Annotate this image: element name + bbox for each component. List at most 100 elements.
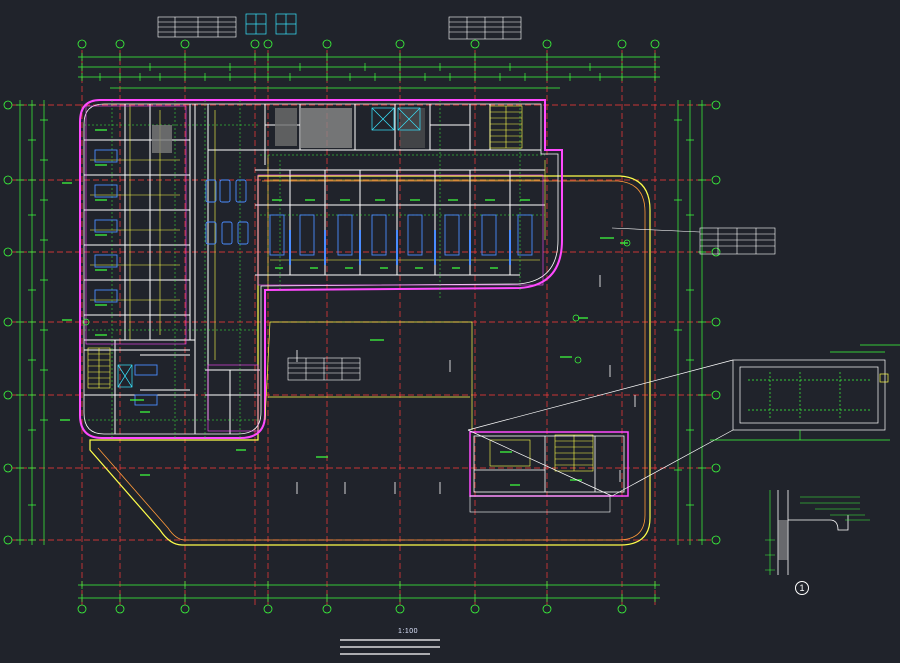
- axis-bubble-top-7: [395, 39, 405, 49]
- stairs: [87, 105, 594, 472]
- caption-notes: [340, 639, 440, 655]
- dim-ticks-top: [81, 53, 656, 81]
- bed-4: [371, 214, 387, 256]
- schedule-right-frame: [699, 227, 776, 255]
- axis-bubble-bottom-2: [115, 604, 125, 614]
- desk-4: [94, 254, 118, 268]
- core-walls: [84, 339, 260, 434]
- schedule-center: [287, 357, 361, 381]
- desk-2: [94, 184, 118, 198]
- bed-1: [269, 214, 285, 256]
- axis-bubble-right-7: [711, 535, 721, 545]
- axis-bubble-left-2: [3, 175, 13, 185]
- car-3: [235, 179, 247, 203]
- drawing-scale: 1:100: [398, 628, 419, 635]
- axis-bubble-top-3: [180, 39, 190, 49]
- hatch-room-3: [152, 125, 172, 153]
- schedule-icon-2-lines: [276, 14, 296, 34]
- dimension-lines: [19, 56, 703, 599]
- car-4: [205, 221, 217, 245]
- elevator-2: [397, 107, 421, 131]
- car-1: [205, 179, 217, 203]
- stair-bottom-treads: [555, 435, 593, 471]
- axis-bubble-right-4: [711, 317, 721, 327]
- bed-7: [481, 214, 497, 256]
- axis-bubble-bottom-7: [470, 604, 480, 614]
- car-5: [221, 221, 233, 245]
- section-callouts: [800, 496, 870, 521]
- green-annotation-lines: [84, 100, 545, 440]
- detail-number: 1: [795, 581, 809, 595]
- podium-inner: [473, 435, 625, 493]
- car-2: [219, 179, 231, 203]
- room-boundary-1: [257, 174, 544, 286]
- bed-8: [517, 214, 533, 256]
- ramp-lines: [264, 321, 473, 430]
- schedule-top-icons: [245, 13, 297, 35]
- desk-3: [94, 219, 118, 233]
- dim-ticks-right: [674, 104, 706, 541]
- axis-bubble-bottom-9: [617, 604, 627, 614]
- axis-bubble-left-7: [3, 535, 13, 545]
- podium-room: [489, 439, 531, 467]
- section-dims: [765, 490, 775, 575]
- site-boundary-inner: [97, 180, 646, 541]
- unit-door-marks: [289, 230, 511, 265]
- axis-bubble-top-10: [617, 39, 627, 49]
- schedule-right: [611, 227, 776, 255]
- axis-bubble-top-11: [650, 39, 660, 49]
- desk-1: [94, 149, 118, 163]
- elevator-2-cross: [397, 107, 421, 131]
- misc-symbols: [82, 239, 631, 364]
- section-hatch: [778, 520, 788, 560]
- axis-bubble-top-5: [263, 39, 273, 49]
- ramp-outline: [264, 321, 473, 430]
- axis-bubble-left-3: [3, 247, 13, 257]
- unit-row-walls: [255, 169, 545, 276]
- room-boundary-3: [207, 364, 259, 432]
- partition-lines: [90, 105, 546, 360]
- schedule-center-lines: [288, 358, 360, 380]
- stair-left-treads: [88, 348, 110, 388]
- axis-bubble-right-5: [711, 390, 721, 400]
- furniture: [94, 149, 533, 406]
- dimension-ticks: [16, 53, 706, 602]
- bed-2: [299, 214, 315, 256]
- schedule-top-left: [157, 16, 237, 38]
- building-perimeter-inner: [83, 103, 559, 435]
- detail-frame: [732, 359, 886, 431]
- section-detail: [765, 490, 870, 575]
- axis-bubble-right-2: [711, 175, 721, 185]
- grid-axes: [12, 50, 712, 605]
- schedule-right-leader: [611, 227, 701, 233]
- axis-bubble-right-6: [711, 463, 721, 473]
- text-marks-left: [60, 129, 150, 421]
- section-marker-4: [82, 318, 90, 326]
- hatch-room-1: [275, 108, 297, 146]
- axis-bubble-left-4: [3, 317, 13, 327]
- lower-podium: [469, 431, 629, 513]
- stair-top-right-treads: [490, 106, 522, 148]
- axis-bubble-left-5: [3, 390, 13, 400]
- schedule-right-lines: [700, 228, 775, 254]
- interior-walls: [84, 104, 545, 434]
- detail-inner: [739, 366, 879, 424]
- bed-6: [444, 214, 460, 256]
- enlarged-detail: [467, 344, 900, 497]
- elevator-1: [371, 107, 395, 131]
- axis-bubble-left-6: [3, 463, 13, 473]
- caption-note-lines: [340, 639, 440, 655]
- site-boundary: [79, 99, 651, 546]
- text-marks-units: [272, 199, 530, 269]
- detail-leaders: [467, 359, 734, 497]
- cross-marks: [296, 275, 636, 494]
- elevator-3-cross: [117, 364, 133, 388]
- section-marker-2: [572, 314, 580, 322]
- cyan-elements: [117, 107, 421, 388]
- car-6: [237, 221, 249, 245]
- hatched-rooms: [152, 108, 425, 153]
- green-annotations: [84, 100, 545, 440]
- schedule-top-left-lines: [158, 17, 236, 37]
- elevator-1-cross: [371, 107, 395, 131]
